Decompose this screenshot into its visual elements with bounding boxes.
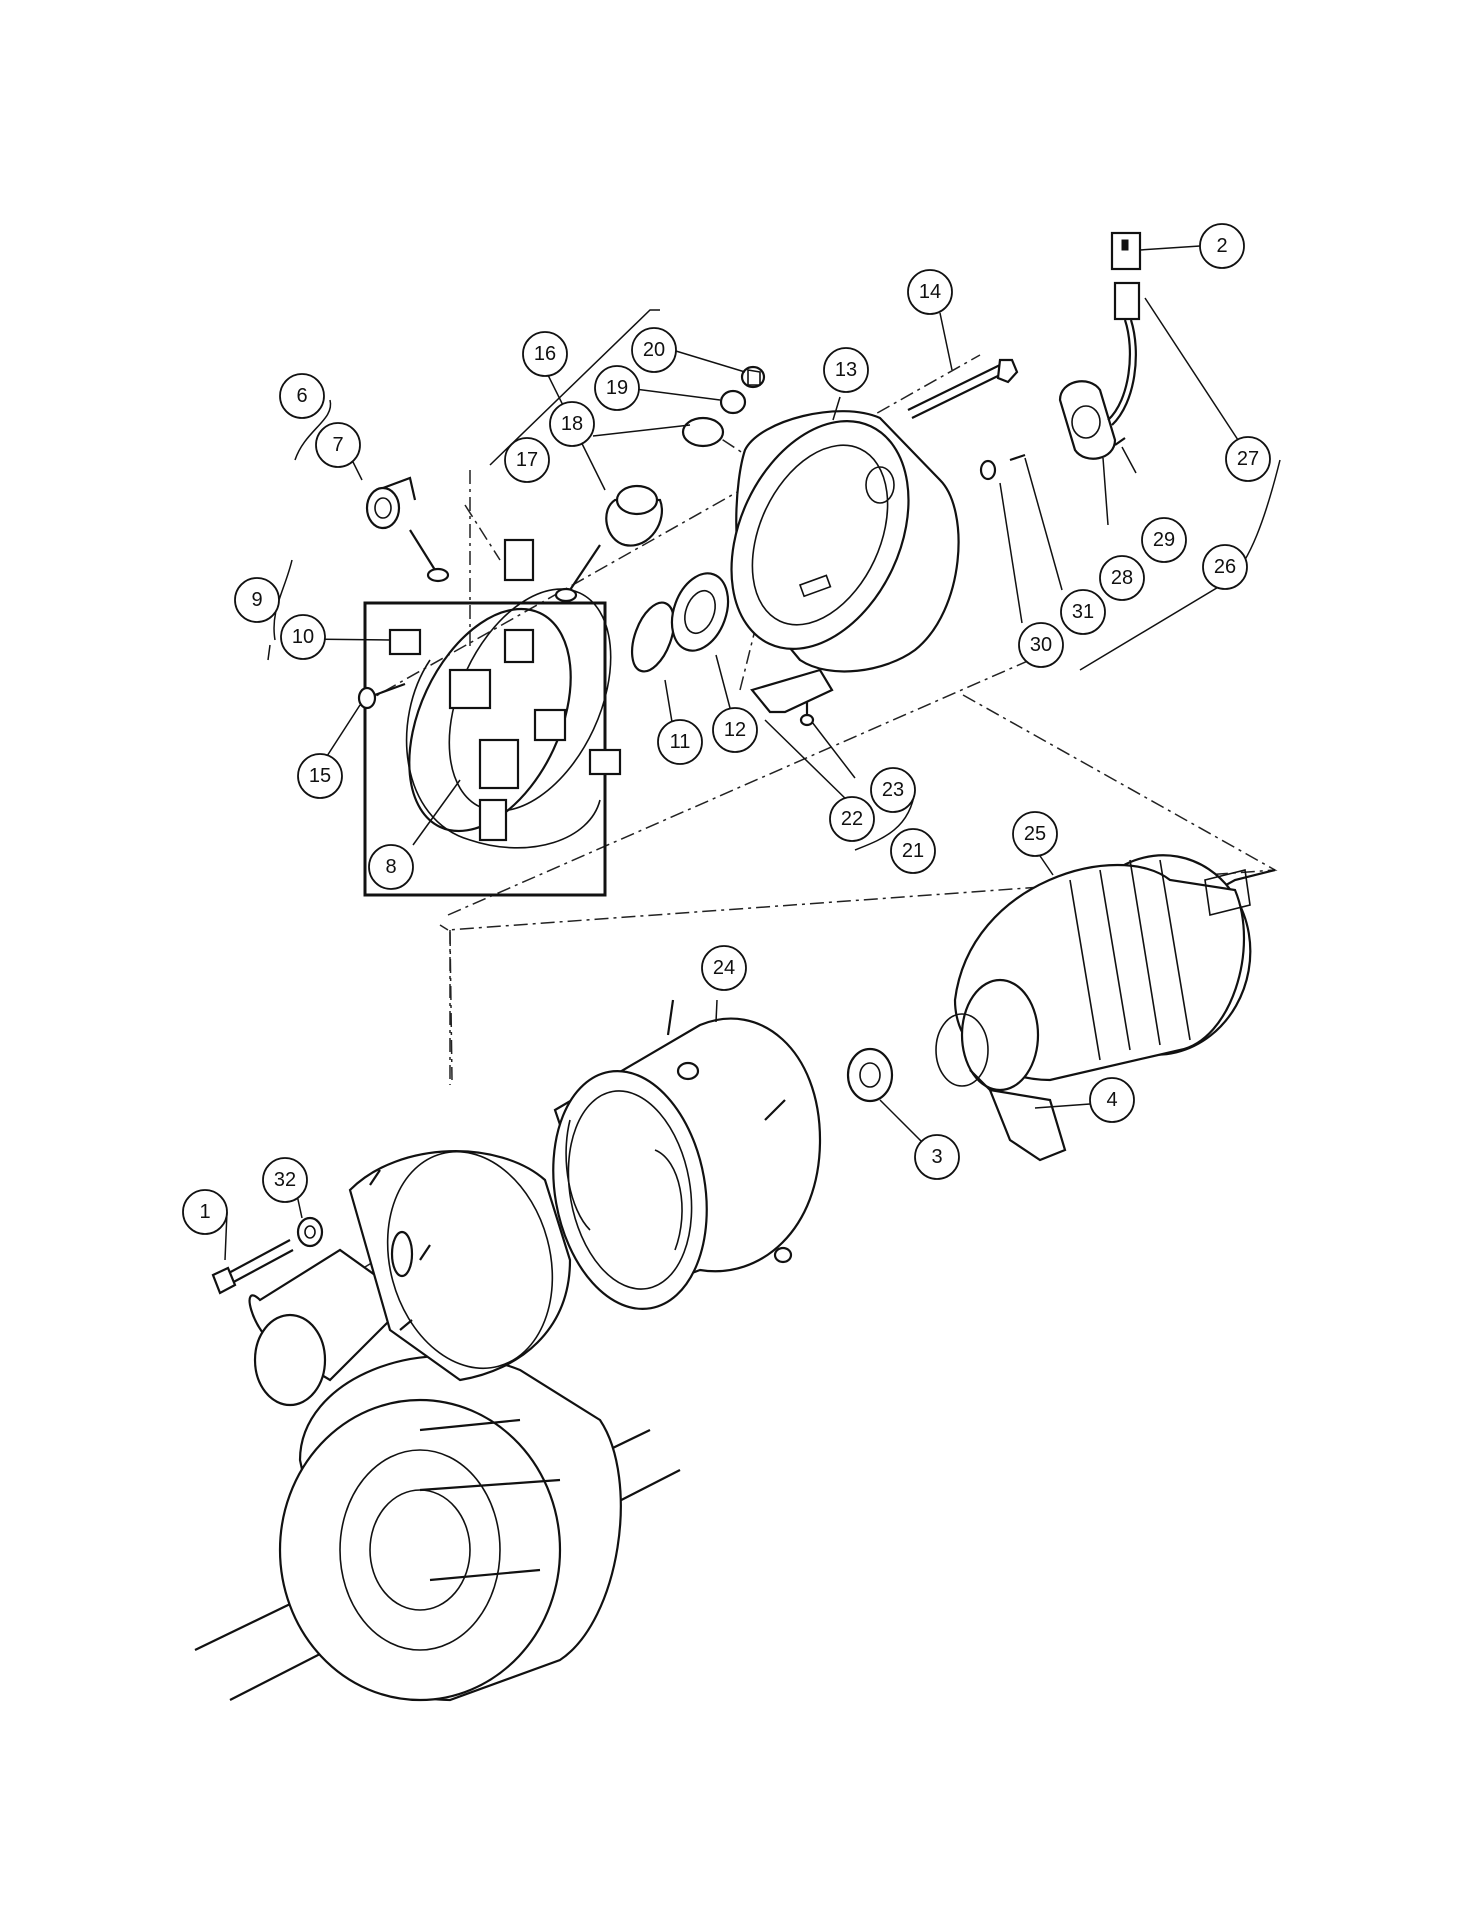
callout-1: 1	[182, 1189, 228, 1235]
armature	[935, 854, 1276, 1092]
svg-text:25: 25	[1024, 823, 1046, 845]
callout-16: 16	[522, 331, 568, 377]
svg-text:28: 28	[1111, 567, 1133, 589]
svg-text:23: 23	[882, 779, 904, 801]
svg-text:30: 30	[1030, 634, 1052, 656]
svg-text:31: 31	[1072, 601, 1094, 623]
speed-sensor	[1058, 231, 1142, 460]
callout-15: 15	[297, 753, 343, 799]
svg-text:19: 19	[606, 377, 628, 399]
svg-text:16: 16	[534, 343, 556, 365]
svg-text:13: 13	[835, 359, 857, 381]
svg-text:21: 21	[902, 840, 924, 862]
spring	[365, 476, 417, 530]
svg-text:27: 27	[1237, 448, 1259, 470]
callout-23: 23	[870, 767, 916, 813]
callout-27: 27	[1225, 436, 1271, 482]
transaxle	[194, 1150, 681, 1702]
svg-text:3: 3	[931, 1146, 942, 1168]
callout-22: 22	[829, 796, 875, 842]
svg-text:15: 15	[309, 765, 331, 787]
callout-19: 19	[594, 365, 640, 411]
field-frame	[552, 999, 822, 1310]
svg-text:9: 9	[251, 589, 262, 611]
svg-text:14: 14	[919, 281, 941, 303]
callout-26: 26	[1202, 544, 1248, 590]
callout-21: 21	[890, 828, 936, 874]
brush-spring-ring	[405, 659, 601, 849]
callout-18: 18	[549, 401, 595, 447]
svg-text:6: 6	[296, 385, 307, 407]
callout-29: 29	[1141, 517, 1187, 563]
pinion-gear	[846, 1047, 894, 1103]
bearing	[670, 572, 730, 652]
terminal-bolts	[409, 529, 601, 603]
svg-text:32: 32	[274, 1169, 296, 1191]
callout-7: 7	[315, 422, 361, 468]
svg-text:8: 8	[385, 856, 396, 878]
svg-text:29: 29	[1153, 529, 1175, 551]
retaining-ring	[630, 601, 676, 673]
callout-30: 30	[1018, 622, 1064, 668]
svg-text:22: 22	[841, 808, 863, 830]
callout-6: 6	[279, 373, 325, 419]
svg-text:4: 4	[1106, 1089, 1117, 1111]
callout-2: 2	[1199, 223, 1245, 269]
callout-31: 31	[1060, 589, 1106, 635]
callout-14: 14	[907, 269, 953, 315]
callout-20: 20	[631, 327, 677, 373]
through-bolt	[907, 358, 1019, 419]
brush-plate-screw	[357, 682, 406, 710]
svg-text:24: 24	[713, 957, 735, 979]
svg-text:26: 26	[1214, 556, 1236, 578]
svg-text:2: 2	[1216, 235, 1227, 257]
callout-3: 3	[914, 1134, 960, 1180]
sensor-hardware	[979, 437, 1126, 481]
callout-17: 17	[504, 437, 550, 483]
callout-11: 11	[657, 719, 703, 765]
svg-text:10: 10	[292, 626, 314, 648]
brush-plate	[408, 588, 612, 833]
end-cap-housing	[730, 410, 960, 673]
svg-text:17: 17	[516, 449, 538, 471]
callout-9: 9	[234, 577, 280, 623]
svg-text:20: 20	[643, 339, 665, 361]
callout-24: 24	[701, 945, 747, 991]
mounting-bolt	[211, 1239, 294, 1295]
brushes	[388, 538, 622, 842]
svg-text:11: 11	[670, 731, 691, 753]
callout-13: 13	[823, 347, 869, 393]
callout-25: 25	[1012, 811, 1058, 857]
callout-10: 10	[280, 614, 326, 660]
callout-4: 4	[1089, 1077, 1135, 1123]
callout-28: 28	[1099, 555, 1145, 601]
callout-32: 32	[262, 1157, 308, 1203]
svg-text:18: 18	[561, 413, 583, 435]
svg-text:12: 12	[724, 719, 746, 741]
callout-12: 12	[712, 707, 758, 753]
bracket	[750, 668, 834, 727]
svg-text:1: 1	[199, 1201, 210, 1223]
terminal-hardware	[605, 365, 766, 547]
callout-8: 8	[368, 844, 414, 890]
svg-text:7: 7	[332, 434, 343, 456]
lock-washer	[296, 1216, 324, 1248]
